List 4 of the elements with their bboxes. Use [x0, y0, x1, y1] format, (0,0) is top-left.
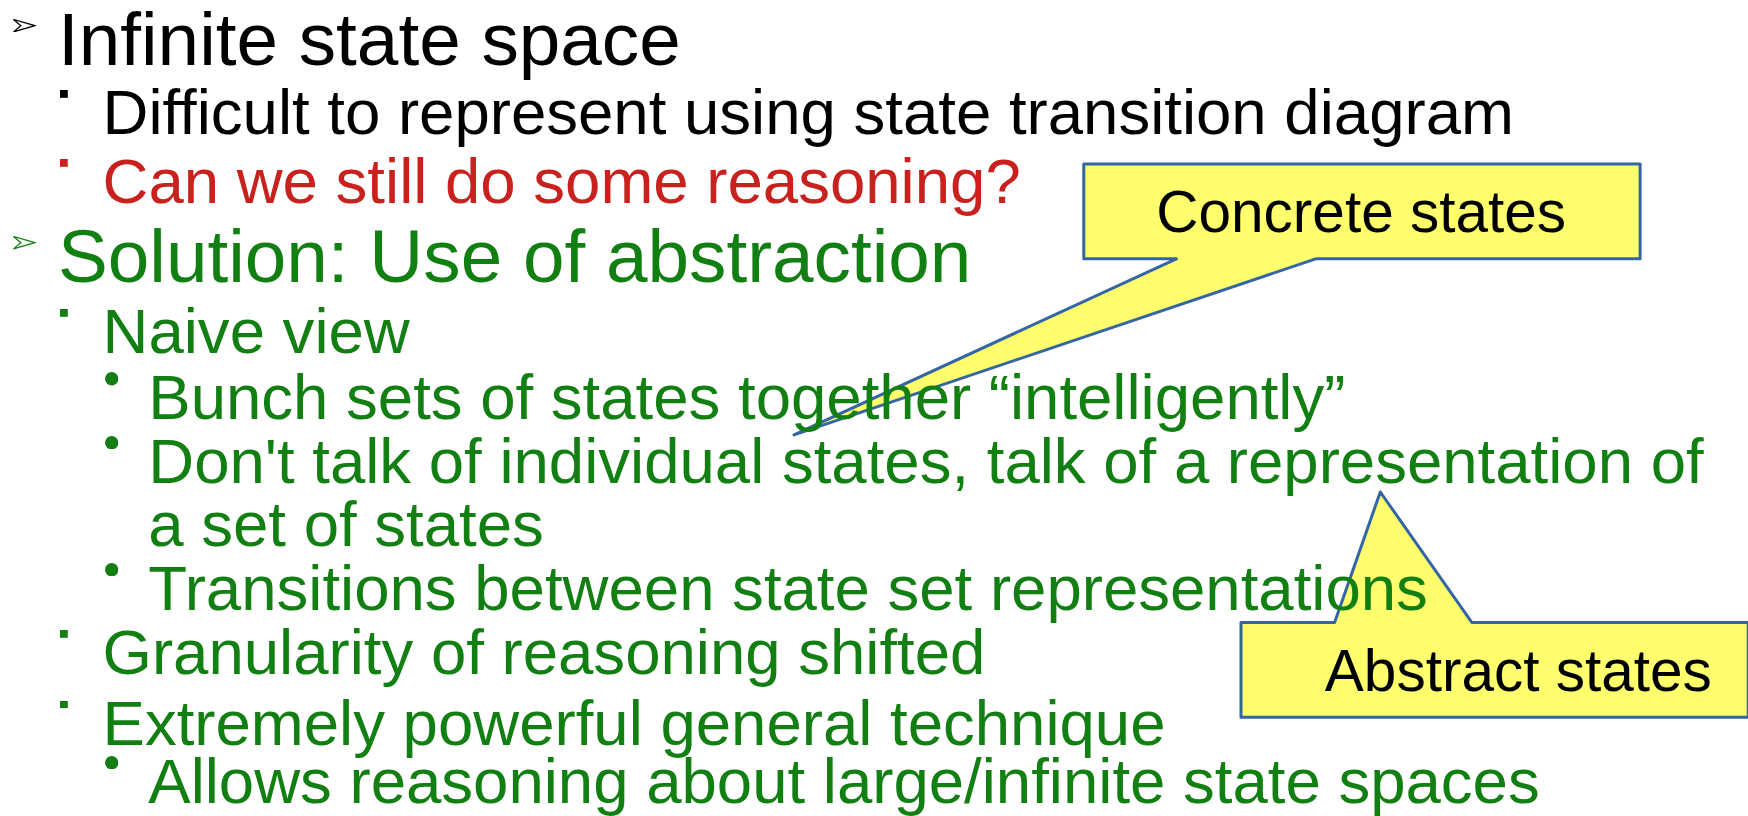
callout-text: Abstract states: [1324, 637, 1712, 705]
heading-text: Solution: Use of abstraction: [57, 219, 972, 294]
callout-text: Concrete states: [1156, 177, 1567, 245]
bullet-text: Naive view: [102, 299, 410, 363]
